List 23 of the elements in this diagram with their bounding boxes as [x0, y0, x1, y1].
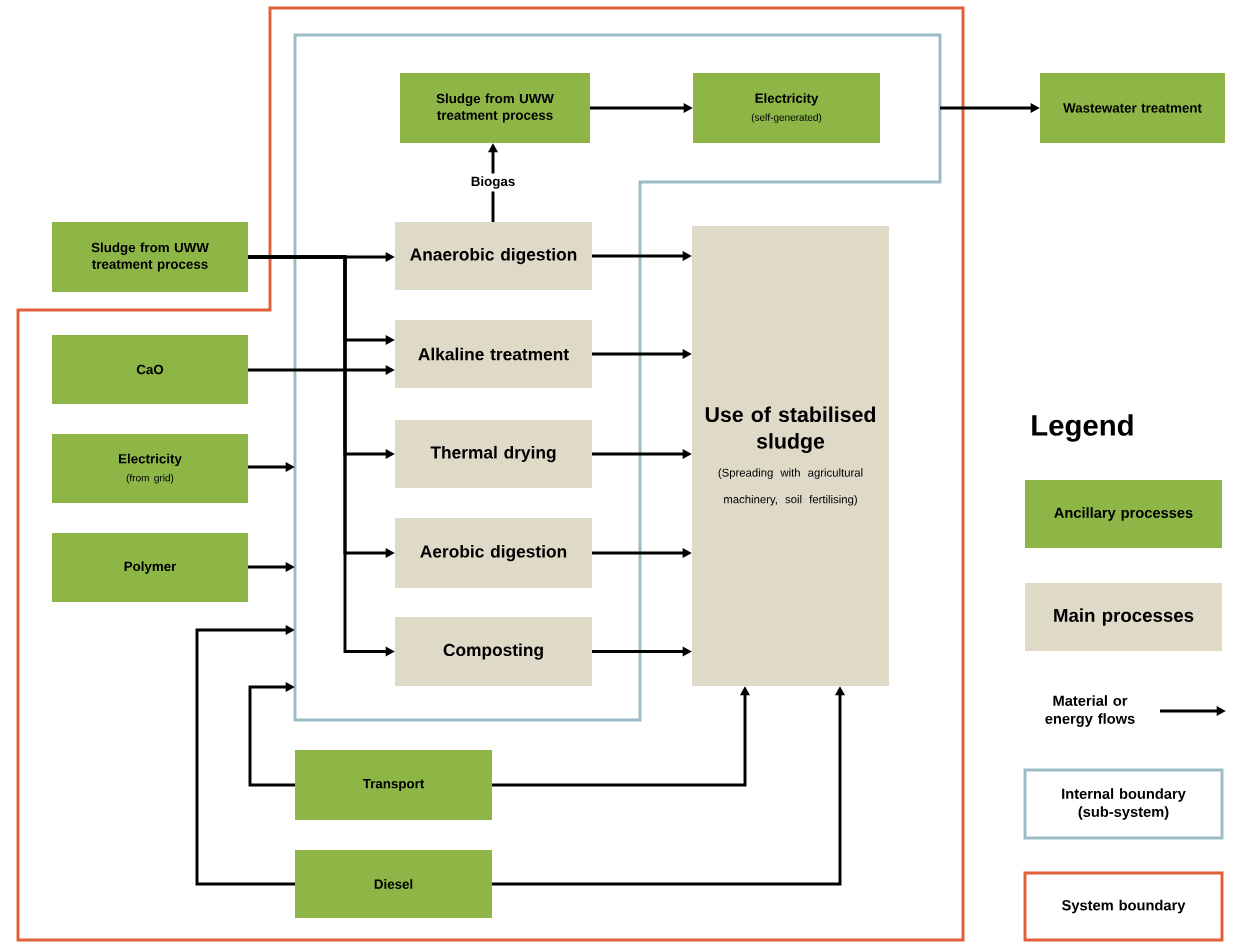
process-box: Anaerobic digestion	[395, 222, 592, 290]
process-box: Wastewater treatment	[1040, 73, 1225, 143]
process-box: Diesel	[295, 850, 492, 918]
process-box: Alkaline treatment	[395, 320, 592, 388]
edge-label: Biogas	[468, 173, 518, 192]
legend-title: Legend	[1032, 414, 1133, 442]
process-box: Aerobic digestion	[395, 518, 592, 588]
legend-box: System boundary	[1023, 871, 1224, 942]
arrow	[248, 681, 295, 787]
legend-box: Internal boundary (sub-system)	[1023, 768, 1224, 840]
process-box: Sludge from UWW treatment process	[400, 73, 590, 143]
process-box: Thermal drying	[395, 420, 592, 488]
process-box: Sludge from UWW treatment process	[52, 222, 248, 292]
process-box: Electricity (self-generated)	[693, 73, 880, 143]
process-box: Electricity (from grid)	[52, 434, 248, 503]
arrow	[195, 624, 295, 886]
process-box: Composting	[395, 617, 592, 686]
process-box: Transport	[295, 750, 492, 820]
process-box: Use of stabilised sludge (Spreading with agricultural machinery, soil fertilising)	[692, 226, 889, 686]
internal-boundary	[293, 33, 942, 722]
process-box: CaO	[52, 335, 248, 404]
process-box: Polymer	[52, 533, 248, 602]
legend-text: Material or energy flows	[1045, 695, 1135, 727]
